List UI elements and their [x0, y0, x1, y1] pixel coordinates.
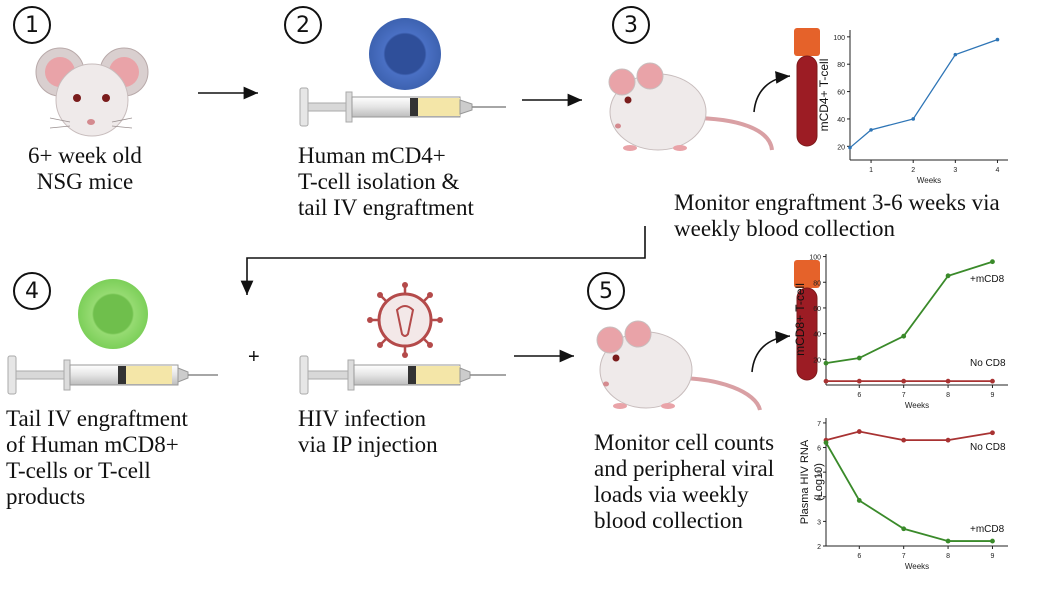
- blood-tube-icon: [794, 260, 820, 381]
- x-tick-label: 6: [857, 392, 861, 399]
- data-point: [856, 355, 862, 361]
- y-axis-label: mCD4+ T-cell: [817, 59, 831, 132]
- x-tick-label: 8: [946, 392, 950, 399]
- caption-cd8-engraftment: Tail IV engraftment of Human mCD8+ T-cel…: [6, 406, 188, 509]
- syringe-icon: [7, 355, 218, 395]
- y-tick-label: 2: [817, 544, 821, 551]
- data-point: [990, 259, 995, 265]
- y-tick-label: 60: [813, 306, 821, 313]
- cd4-cell-icon: [369, 18, 441, 90]
- data-point: [856, 429, 862, 434]
- arrow-icon: [240, 226, 646, 295]
- y-tick-label: 20: [837, 144, 845, 151]
- y-tick-label: 100: [809, 255, 821, 262]
- data-point: [856, 378, 862, 384]
- y-tick-label: 40: [837, 117, 845, 124]
- data-point: [901, 378, 907, 384]
- caption-cd4-isolation: Human mCD4+ T-cell isolation & tail IV e…: [298, 143, 474, 220]
- series-label: No CD8: [970, 358, 1006, 369]
- x-axis-label: Weeks: [905, 562, 929, 571]
- x-tick-label: 3: [953, 167, 957, 174]
- step-4-badge: 4: [13, 272, 51, 310]
- x-tick-label: 7: [902, 553, 906, 560]
- data-point: [990, 538, 995, 544]
- mouse-icon: [596, 320, 762, 411]
- y-tick-label: 7: [817, 421, 821, 428]
- mouse-head-icon: [35, 47, 149, 137]
- x-tick-label: 1: [869, 167, 873, 174]
- step-5-badge: 5: [587, 272, 625, 310]
- x-tick-label: 9: [991, 553, 995, 560]
- arrow-icon: [751, 330, 791, 373]
- data-point: [945, 437, 951, 443]
- caption-hiv-infection: HIV infection via IP injection: [298, 406, 438, 457]
- data-point: [945, 273, 951, 279]
- data-point: [945, 538, 951, 544]
- y-axis-label: Plasma HIV RNA: [799, 439, 811, 524]
- x-tick-label: 8: [946, 553, 950, 560]
- step-2-badge: 2: [284, 6, 322, 44]
- step-3-badge: 3: [612, 6, 650, 44]
- y-tick-label: 5: [817, 470, 821, 477]
- caption-plus: +: [248, 346, 260, 368]
- data-point: [823, 440, 829, 446]
- x-axis-label: Weeks: [905, 401, 929, 410]
- series-line: [825, 260, 993, 365]
- y-tick-label: 100: [833, 35, 845, 42]
- y-tick-label: 6: [817, 446, 821, 453]
- syringe-icon: [299, 87, 506, 127]
- data-point: [945, 378, 951, 384]
- x-tick-label: 4: [996, 167, 1000, 174]
- y-axis-label: mCD8+ T-cell: [793, 283, 807, 356]
- data-point: [990, 378, 995, 384]
- data-point: [995, 37, 1000, 42]
- x-tick-label: 9: [991, 392, 995, 399]
- syringe-icon: [299, 355, 506, 395]
- step-1-badge: 1: [13, 6, 51, 44]
- x-tick-label: 2: [911, 167, 915, 174]
- data-point: [911, 117, 915, 121]
- y-tick-label: 3: [817, 519, 821, 526]
- y-tick-label: 80: [813, 280, 821, 287]
- data-point: [856, 498, 862, 503]
- caption-monitor-counts: Monitor cell counts and peripheral viral…: [594, 430, 775, 533]
- x-axis-label: Weeks: [917, 176, 941, 185]
- y-tick-label: 60: [837, 90, 845, 97]
- data-point: [901, 526, 907, 532]
- series-line: [825, 442, 993, 542]
- data-point: [901, 333, 907, 339]
- data-point: [901, 437, 907, 443]
- data-point: [823, 378, 829, 384]
- data-point: [990, 430, 995, 436]
- data-point: [953, 52, 958, 57]
- data-point: [869, 128, 873, 132]
- data-point: [848, 145, 852, 150]
- series-label: No CD8: [970, 442, 1006, 453]
- y-tick-label: 20: [813, 357, 821, 364]
- series-line: [825, 430, 993, 442]
- blood-tube-icon: [794, 28, 820, 147]
- series-line: [849, 38, 998, 149]
- data-point: [823, 360, 829, 366]
- arrow-icon: [753, 71, 791, 113]
- caption-mice: 6+ week old NSG mice: [28, 143, 142, 194]
- series-label: +mCD8: [970, 274, 1005, 285]
- x-tick-label: 7: [902, 392, 906, 399]
- y-tick-label: 80: [837, 62, 845, 69]
- hiv-virion-icon: [367, 282, 443, 358]
- caption-monitor-engraftment: Monitor engraftment 3-6 weeks via weekly…: [674, 190, 1000, 241]
- y-axis-unit: (Log10): [813, 463, 825, 501]
- x-tick-label: 6: [857, 553, 861, 560]
- y-tick-label: 40: [813, 332, 821, 339]
- y-tick-label: 4: [817, 495, 821, 502]
- cd8-cell-icon: [78, 279, 148, 349]
- series-label: +mCD8: [970, 524, 1005, 535]
- mouse-icon: [608, 62, 774, 151]
